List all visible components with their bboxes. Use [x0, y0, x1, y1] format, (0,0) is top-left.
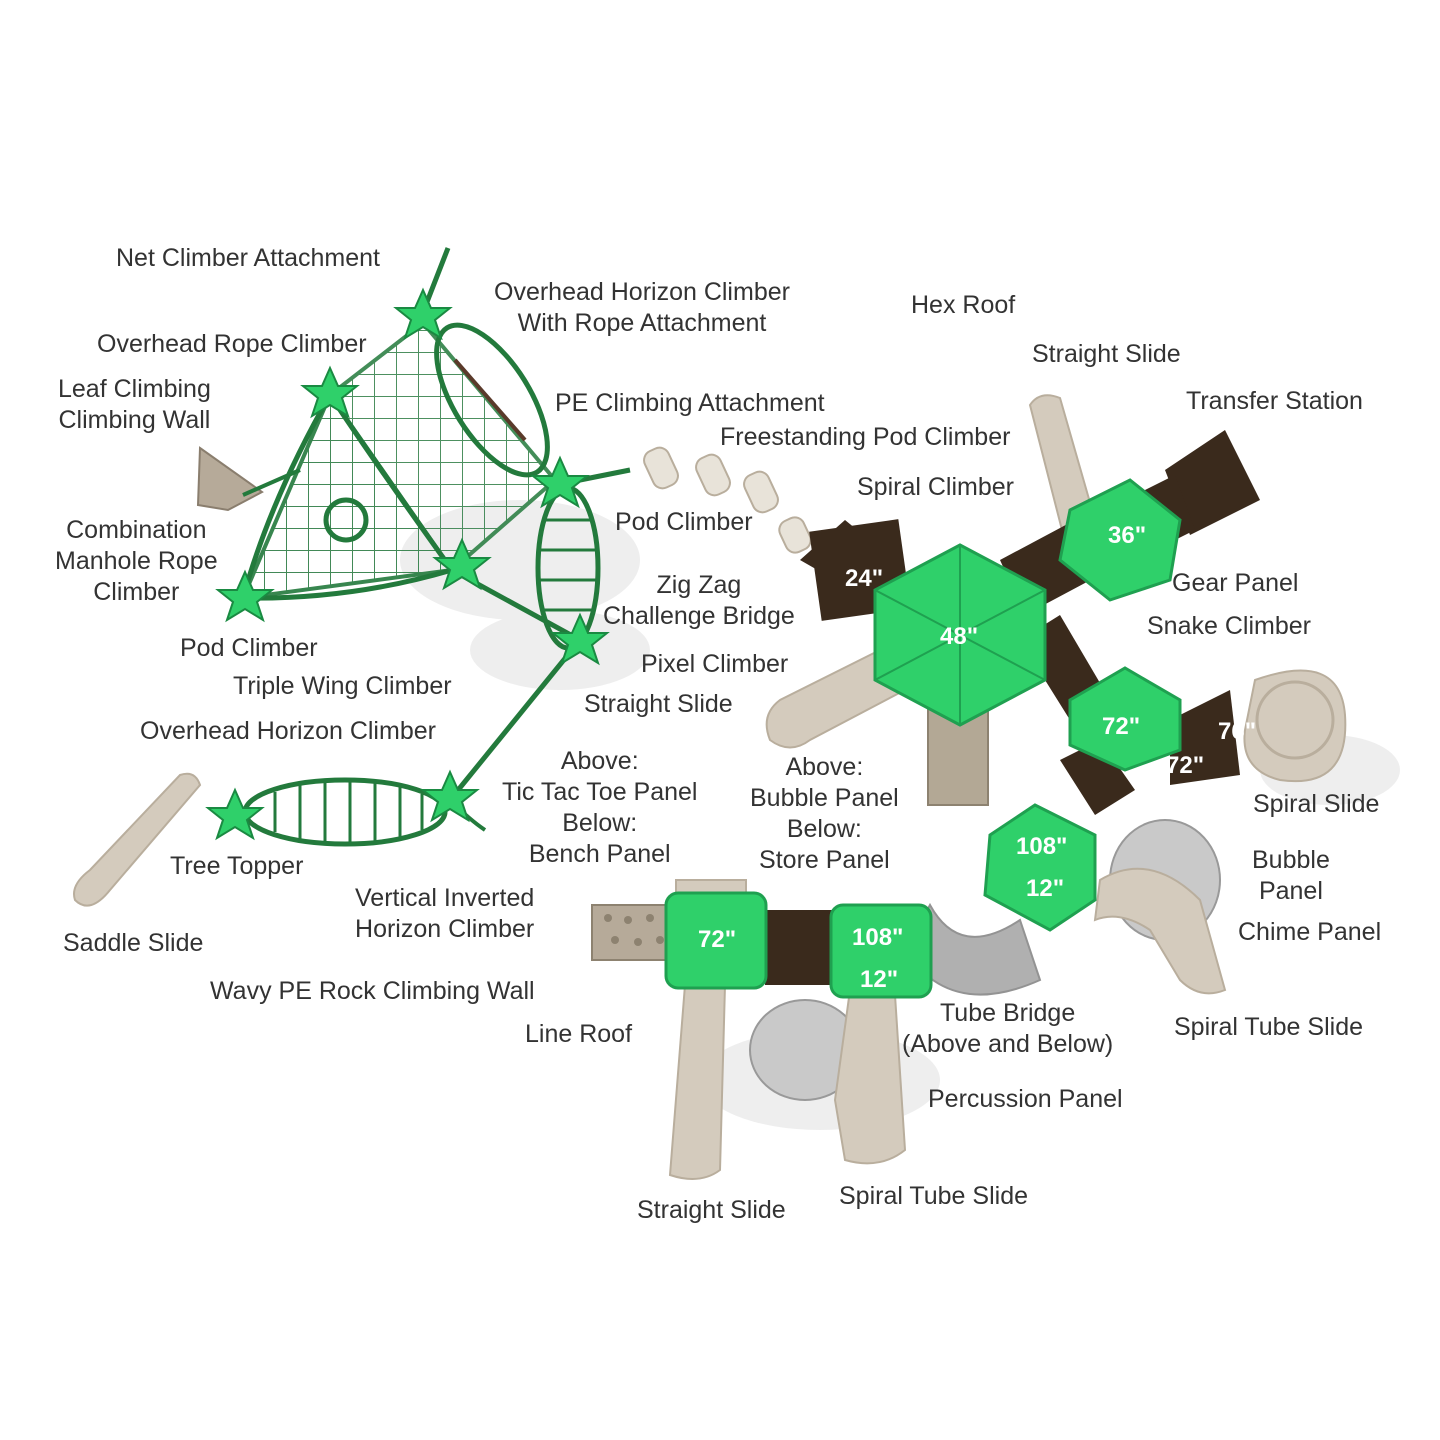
- label-vertical-inverted: Vertical Inverted Horizon Climber: [355, 883, 534, 945]
- label-line: Zig Zag: [656, 571, 742, 599]
- label-gear-panel: Gear Panel: [1172, 569, 1299, 597]
- label-combination-manhole: Combination Manhole Rope Climber: [55, 515, 218, 608]
- label-line: Bench Panel: [528, 840, 671, 868]
- label-bubble-store: Above: Bubble Panel Below: Store Panel: [750, 752, 899, 876]
- wavy-pe-rock-wall: [591, 904, 673, 961]
- label-spiral-tube-slide-right: Spiral Tube Slide: [1174, 1013, 1364, 1041]
- tree-topper-star: [530, 455, 590, 509]
- tree-topper-star: [205, 787, 265, 841]
- label-bubble-panel: Bubble Panel: [1252, 845, 1330, 907]
- label-transfer-station: Transfer Station: [1186, 387, 1363, 415]
- height-label: 72": [1102, 713, 1141, 740]
- label-line: Climber: [93, 578, 180, 606]
- label-saddle-slide: Saddle Slide: [63, 929, 204, 957]
- label-line: Below:: [786, 815, 862, 843]
- label-wavy-pe-rock: Wavy PE Rock Climbing Wall: [210, 977, 535, 1005]
- label-line-roof: Line Roof: [525, 1020, 633, 1048]
- label-straight-slide-mid: Straight Slide: [584, 690, 733, 718]
- label-line: (Above and Below): [902, 1030, 1114, 1058]
- height-label: 24": [845, 565, 884, 592]
- label-line: Above:: [785, 753, 864, 781]
- label-line: Tube Bridge: [939, 999, 1076, 1027]
- label-line: Climbing Wall: [58, 406, 211, 434]
- spiral-tube-slide-right: [1093, 819, 1227, 995]
- label-line: Above:: [560, 747, 639, 775]
- label-straight-slide-top: Straight Slide: [1032, 340, 1181, 368]
- bridge-72-108: [765, 910, 835, 985]
- label-tube-bridge: Tube Bridge (Above and Below): [902, 998, 1113, 1060]
- label-line: Tic Tac Toe Panel: [502, 778, 698, 806]
- label-line: Manhole Rope: [55, 547, 218, 575]
- label-line: Vertical Inverted: [355, 884, 535, 912]
- label-line: Overhead Horizon Climber: [494, 278, 790, 306]
- tree-topper-star: [420, 769, 480, 823]
- label-net-climber-attachment: Net Climber Attachment: [116, 244, 380, 272]
- label-spiral-tube-slide-bottom: Spiral Tube Slide: [839, 1182, 1029, 1210]
- label-line: Bubble: [1252, 846, 1330, 874]
- label-line: Panel: [1258, 877, 1323, 905]
- label-hex-roof: Hex Roof: [911, 291, 1016, 319]
- main-play-structure: [591, 394, 1347, 1180]
- spiral-slide: [1243, 669, 1347, 783]
- horizon-rope-ellipse: [434, 322, 550, 478]
- label-tic-tac-toe: Above: Tic Tac Toe Panel Below: Bench Pa…: [502, 746, 697, 870]
- height-label: 76": [1218, 718, 1257, 745]
- label-pixel-climber: Pixel Climber: [641, 650, 789, 678]
- height-label: 12": [860, 966, 899, 993]
- label-line: With Rope Attachment: [517, 309, 767, 337]
- roof-108-right: [983, 803, 1097, 932]
- label-line: Challenge Bridge: [603, 602, 795, 630]
- label-line: Combination: [66, 516, 207, 544]
- height-label: 108": [1016, 833, 1068, 860]
- label-percussion-panel: Percussion Panel: [928, 1085, 1123, 1113]
- label-leaf-climbing-wall: Leaf Climbing Climbing Wall: [58, 374, 211, 436]
- pe-climbing-attachment: [643, 446, 812, 554]
- roof-72-upper: [1068, 666, 1182, 772]
- spiral-tube-slide-bottom: [749, 988, 907, 1165]
- straight-slide-mid: [765, 648, 907, 749]
- label-zig-zag: Zig Zag Challenge Bridge: [603, 570, 795, 632]
- label-triple-wing-climber: Triple Wing Climber: [233, 672, 452, 700]
- height-label: 12": [1026, 875, 1065, 902]
- label-pod-climber: Pod Climber: [180, 634, 318, 662]
- transfer-station: [1165, 430, 1260, 535]
- label-tree-topper: Tree Topper: [170, 852, 304, 880]
- label-pe-climbing-attachment: PE Climbing Attachment: [555, 389, 825, 417]
- label-spiral-climber: Spiral Climber: [857, 473, 1014, 501]
- saddle-slide: [73, 772, 202, 907]
- height-label: 72": [1166, 752, 1205, 779]
- label-line: Horizon Climber: [355, 915, 535, 943]
- net-climber-structure: [196, 247, 631, 847]
- label-spiral-slide: Spiral Slide: [1253, 790, 1380, 818]
- label-overhead-horizon-rope: Overhead Horizon Climber With Rope Attac…: [494, 277, 790, 339]
- height-label: 48": [940, 623, 979, 650]
- straight-slide-bottom: [668, 984, 727, 1180]
- tree-topper-star: [300, 365, 360, 419]
- height-label: 108": [852, 924, 904, 951]
- label-line: Store Panel: [759, 846, 890, 874]
- label-line: Bubble Panel: [750, 784, 899, 812]
- label-line: Below:: [562, 809, 638, 837]
- label-line: Leaf Climbing: [58, 375, 211, 403]
- roof-108-left: [829, 903, 933, 999]
- height-label: 36": [1108, 522, 1147, 549]
- label-pod-climber-mid: Pod Climber: [615, 508, 753, 536]
- tree-topper-star: [215, 569, 275, 623]
- tree-topper-star: [393, 287, 453, 341]
- label-freestanding-pod-climber: Freestanding Pod Climber: [720, 423, 1011, 451]
- label-chime-panel: Chime Panel: [1238, 918, 1382, 946]
- manhole-ring: [323, 497, 369, 543]
- roof-72-left: [664, 891, 768, 990]
- label-overhead-horizon-climber: Overhead Horizon Climber: [140, 717, 436, 745]
- tree-topper-star: [432, 537, 492, 591]
- leaf-climbing-wall: [196, 446, 264, 512]
- height-label: 72": [698, 926, 737, 953]
- roof-36: [1058, 478, 1182, 602]
- label-overhead-rope-climber: Overhead Rope Climber: [97, 330, 367, 358]
- label-straight-slide-bottom: Straight Slide: [637, 1196, 786, 1224]
- label-snake-climber: Snake Climber: [1147, 612, 1311, 640]
- tree-topper-star: [550, 612, 610, 666]
